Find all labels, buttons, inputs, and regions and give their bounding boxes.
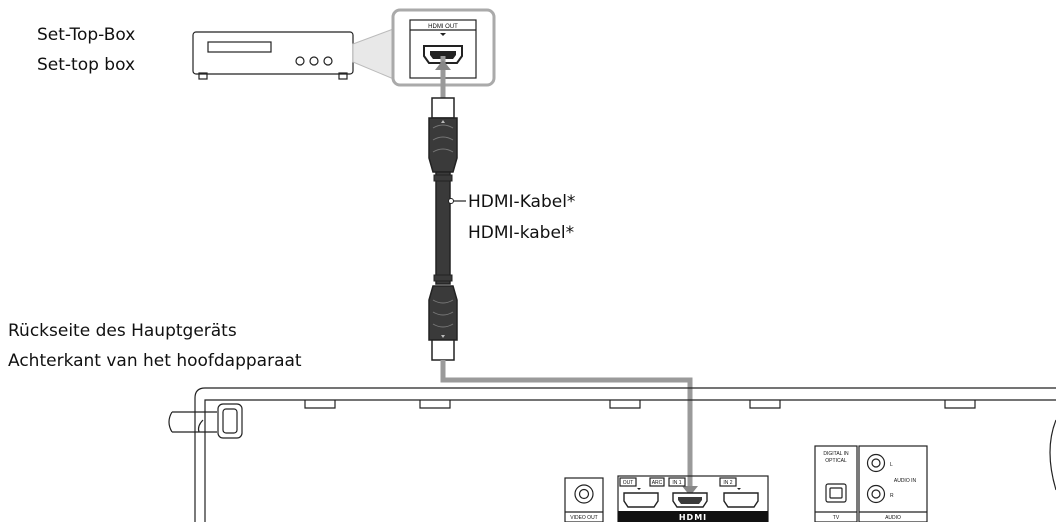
main-unit-rear-panel: [168, 387, 1056, 522]
cable-label-de: HDMI-Kabel*: [468, 192, 575, 212]
up-arrow-icon: [435, 60, 451, 70]
hdmi-in2-label: IN 2: [723, 480, 732, 486]
arc-label: ARC: [652, 480, 663, 486]
disc-slot: [207, 41, 272, 53]
cable-callout-dot: [448, 198, 454, 204]
hdmi-logo: HDMI: [679, 513, 707, 522]
main-unit-label-de: Rückseite des Hauptgeräts: [8, 321, 237, 341]
hdmi-out-port: [623, 492, 659, 508]
digital-in-label: DIGITAL IN: [823, 451, 849, 457]
audio-l-label: L: [890, 462, 893, 468]
tv-label: TV: [833, 515, 840, 521]
hdmi-ports-block: HDMI OUT ARC IN 1 IN 2: [617, 475, 769, 522]
set-top-box-label-nl: Set-top box: [37, 55, 135, 75]
video-out-jack: VIDEO OUT: [564, 477, 604, 522]
optical-input: DIGITAL IN OPTICAL TV: [814, 445, 858, 522]
button-icon: [295, 56, 305, 66]
hdmi-out-label: OUT: [623, 480, 634, 486]
callout-wedge: [352, 27, 397, 81]
cable-label-nl: HDMI-kabel*: [468, 223, 574, 243]
audio-in-label: AUDIO IN: [894, 478, 917, 484]
audio-input: L AUDIO IN R AUDIO: [858, 445, 928, 522]
set-top-box-label-de: Set-Top-Box: [37, 25, 135, 45]
stb-hdmi-out-label: HDMI OUT: [428, 24, 458, 30]
main-unit-label-nl: Achterkant van het hoofdapparaat: [8, 351, 302, 371]
stb-hdmi-port: [423, 45, 463, 64]
set-top-box: [192, 31, 354, 80]
audio-label: AUDIO: [885, 515, 901, 521]
power-cord: [168, 403, 243, 439]
hdmi-in2-port: [723, 492, 759, 508]
hdmi-cable: [428, 97, 458, 361]
optical-label: OPTICAL: [825, 458, 847, 464]
video-out-label: VIDEO OUT: [570, 515, 598, 521]
hdmi-in1-label: IN 1: [672, 480, 681, 486]
main-connection-line: [440, 360, 693, 500]
down-arrow-icon: [682, 486, 698, 496]
audio-r-label: R: [890, 493, 894, 499]
